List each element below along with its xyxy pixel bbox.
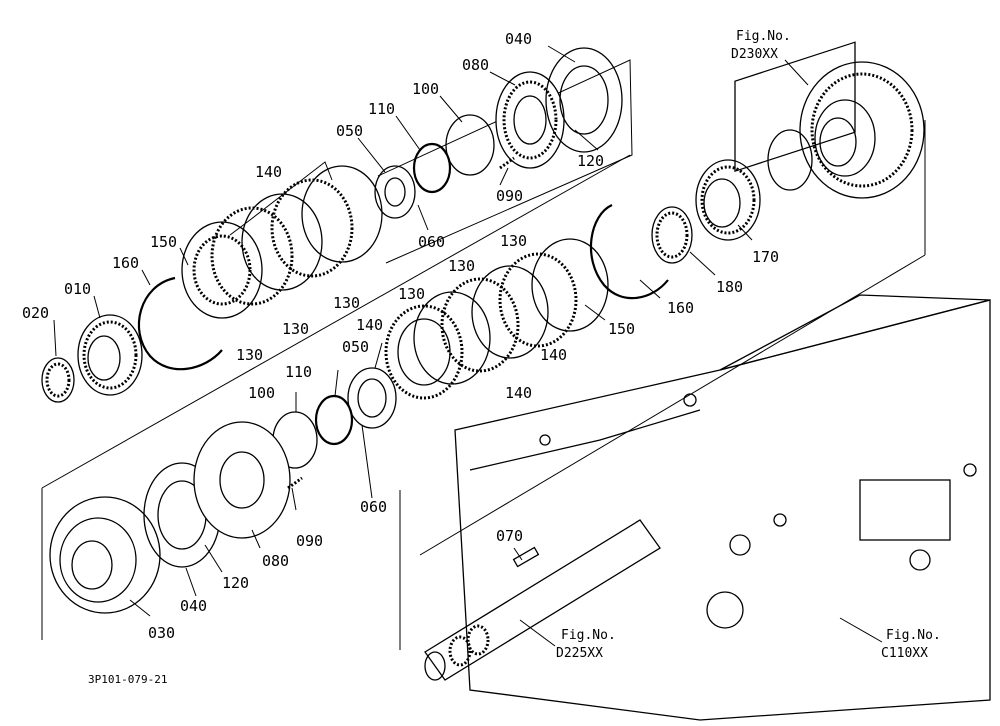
label-180: 180 [716, 278, 743, 296]
snap-ring-110-mid [314, 394, 354, 446]
shaft-d225 [424, 519, 661, 681]
label-140-top: 140 [255, 163, 282, 181]
label-130-e: 130 [448, 257, 475, 275]
label-130-d: 130 [500, 232, 527, 250]
label-020: 020 [22, 304, 49, 322]
piston-080-top [495, 71, 565, 169]
figref-d225-title: Fig.No. [561, 628, 616, 643]
transmission-case-c110 [454, 41, 991, 721]
label-130-c: 130 [236, 346, 263, 364]
label-070: 070 [496, 527, 523, 545]
spring-090-low [287, 476, 303, 490]
washer-050-mid [347, 367, 397, 429]
snap-ring-160-right [589, 203, 669, 300]
label-090-top: 090 [496, 187, 523, 205]
ring-100-top [445, 114, 495, 176]
snap-ring-160-left [137, 276, 223, 371]
label-120-top: 120 [577, 152, 604, 170]
label-110-top: 110 [368, 100, 395, 118]
label-040-low: 040 [180, 597, 207, 615]
label-130-f: 130 [398, 285, 425, 303]
figref-d230-code: D230XX [731, 47, 778, 62]
label-050-mid: 050 [342, 338, 369, 356]
drawing-code: 3P101-079-21 [88, 673, 167, 686]
discs-left-pack [181, 165, 383, 319]
label-140-low: 140 [505, 384, 532, 402]
snap-ring-110-top [412, 142, 452, 194]
plate-040-top [545, 47, 623, 153]
figref-c110-code: C110XX [881, 646, 928, 661]
label-040-top: 040 [505, 30, 532, 48]
bearing-020 [41, 357, 75, 403]
figref-d225-code: D225XX [556, 646, 603, 661]
clutch-drum-d230 [767, 61, 925, 199]
figref-c110-title: Fig.No. [886, 628, 941, 643]
figref-d230-title: Fig.No. [736, 29, 791, 44]
gear-170 [695, 159, 761, 241]
label-100-mid: 100 [248, 384, 275, 402]
label-130-b: 130 [282, 320, 309, 338]
label-050-top: 050 [336, 122, 363, 140]
label-060-top: 060 [418, 233, 445, 251]
label-030: 030 [148, 624, 175, 642]
drum-030 [49, 496, 161, 614]
label-160-left: 160 [112, 254, 139, 272]
bearing-180 [651, 206, 693, 264]
label-080-low: 080 [262, 552, 289, 570]
boundary-lines [41, 59, 926, 650]
washer-050-top [374, 165, 416, 219]
label-010: 010 [64, 280, 91, 298]
discs-right-pack [384, 238, 609, 400]
label-090-low: 090 [296, 532, 323, 550]
label-120-low: 120 [222, 574, 249, 592]
label-160-right: 160 [667, 299, 694, 317]
label-080-top: 080 [462, 56, 489, 74]
figure-references: Fig.No. D230XX Fig.No. D225XX Fig.No. C1… [556, 29, 941, 661]
label-140-right: 140 [540, 346, 567, 364]
label-100-top: 100 [412, 80, 439, 98]
gear-010 [77, 314, 143, 396]
label-150-right: 150 [608, 320, 635, 338]
piston-080-low [193, 421, 291, 539]
label-150-left: 150 [150, 233, 177, 251]
spring-090-top [499, 156, 515, 170]
label-110-mid: 110 [285, 363, 312, 381]
label-140-mid: 140 [356, 316, 383, 334]
label-060-low: 060 [360, 498, 387, 516]
part-labels: 040 080 100 110 050 140 120 090 060 150 … [22, 30, 779, 642]
label-130-a: 130 [333, 294, 360, 312]
label-170: 170 [752, 248, 779, 266]
leader-lines [53, 45, 883, 647]
